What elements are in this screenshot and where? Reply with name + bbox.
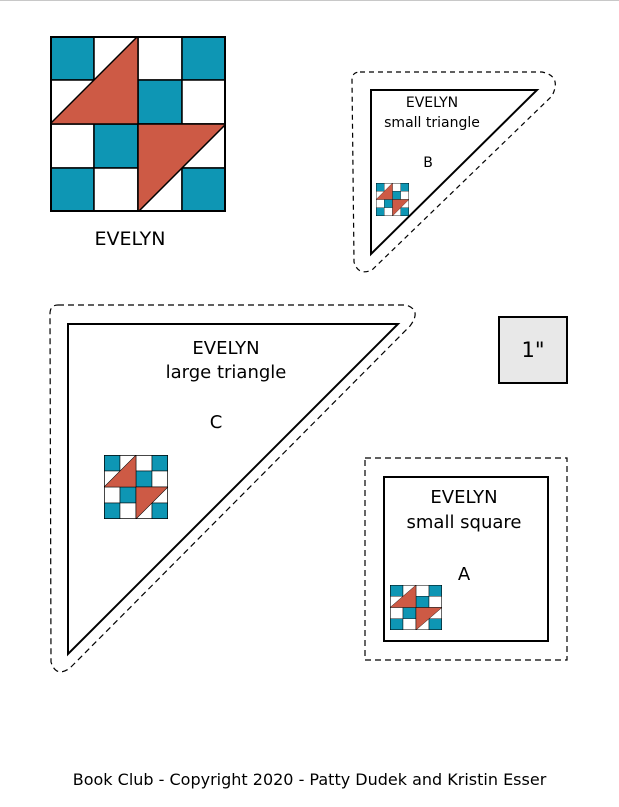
block-triangle xyxy=(415,607,442,630)
block-frame xyxy=(390,585,442,630)
block-square xyxy=(384,199,393,208)
large-triangle-letter: C xyxy=(209,412,223,433)
block-square xyxy=(400,183,409,192)
block-square xyxy=(384,207,393,216)
block-triangle xyxy=(376,183,393,200)
block-square xyxy=(390,618,404,630)
large-triangle-name: EVELYN xyxy=(192,338,260,359)
block-square xyxy=(104,455,121,472)
block-square xyxy=(428,585,442,597)
block-square xyxy=(119,502,137,519)
block-square xyxy=(135,470,153,488)
block-square xyxy=(392,191,401,200)
block-triangle xyxy=(392,199,409,216)
evelyn-block-icon-small-square xyxy=(390,585,442,630)
block-square xyxy=(181,36,226,81)
block-square xyxy=(137,79,183,125)
block-square xyxy=(415,596,430,608)
small-triangle-letter: B xyxy=(423,155,433,171)
block-square xyxy=(119,486,137,504)
block-square xyxy=(428,618,442,630)
block-square xyxy=(400,207,409,216)
block-square xyxy=(151,470,168,488)
large-triangle-subtitle: large triangle xyxy=(165,362,287,383)
top-border xyxy=(0,0,619,1)
small-square-subtitle: small square xyxy=(406,512,522,533)
block-square xyxy=(93,123,139,169)
block-square xyxy=(181,79,226,125)
evelyn-block-main xyxy=(50,36,226,212)
block-square xyxy=(376,207,385,216)
block-square xyxy=(390,585,404,597)
block-triangle xyxy=(137,123,226,212)
block-square xyxy=(400,191,409,200)
block-triangle xyxy=(135,486,168,519)
one-inch-test-square: 1" xyxy=(498,316,568,384)
block-square xyxy=(135,455,153,472)
block-frame xyxy=(104,455,168,519)
block-square xyxy=(376,183,385,192)
evelyn-block-icon-small-triangle xyxy=(376,183,409,216)
block-frame xyxy=(376,183,409,216)
block-square xyxy=(415,585,430,597)
large-triangle-cut-line xyxy=(67,323,401,657)
small-triangle-subtitle: small triangle xyxy=(384,115,480,131)
small-square-letter: A xyxy=(457,564,471,585)
block-square xyxy=(402,618,417,630)
block-square xyxy=(181,167,226,212)
block-square xyxy=(428,596,442,608)
small-triangle-name: EVELYN xyxy=(405,95,459,111)
block-square xyxy=(390,607,404,619)
block-square xyxy=(402,607,417,619)
block-square xyxy=(104,502,121,519)
main-block-label: EVELYN xyxy=(94,228,166,250)
block-triangle xyxy=(104,455,137,488)
block-square xyxy=(151,455,168,472)
ruler-label: 1" xyxy=(521,338,545,362)
copyright-footer: Book Club - Copyright 2020 - Patty Dudek… xyxy=(72,770,547,789)
block-square xyxy=(392,183,401,192)
block-frame xyxy=(50,36,226,212)
block-triangle xyxy=(390,585,417,608)
block-triangle xyxy=(50,36,139,125)
block-square xyxy=(151,502,168,519)
small-square-name: EVELYN xyxy=(430,487,498,508)
small-square-seam-allowance xyxy=(364,457,568,661)
small-triangle-cut-line xyxy=(370,89,540,257)
block-square xyxy=(104,486,121,504)
block-square xyxy=(376,199,385,208)
evelyn-block-icon-large-triangle xyxy=(104,455,168,519)
